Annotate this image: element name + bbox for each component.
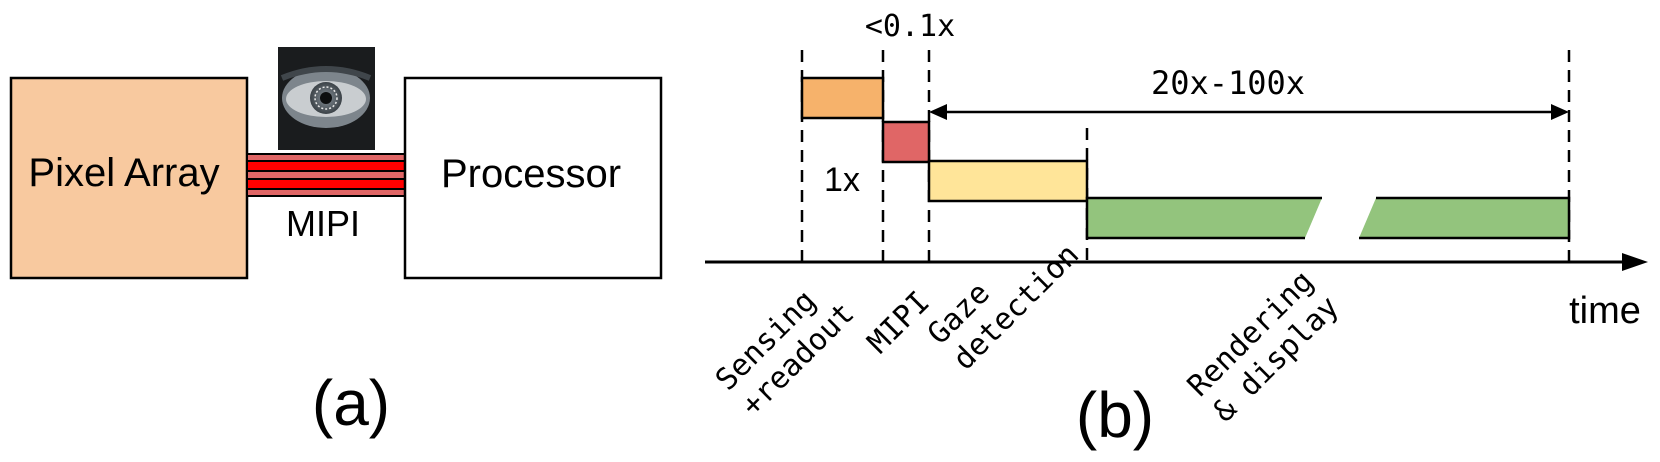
pixel-array-label: Pixel Array — [28, 151, 219, 195]
processor-label: Processor — [441, 152, 621, 196]
processor-block — [403, 76, 663, 280]
stage-label-rendering: Rendering & display — [1181, 264, 1346, 429]
panel-a: Pixel Array MIPI Processor (a) — [9, 47, 663, 439]
gaze-bar — [927, 159, 1089, 203]
pixel-array-block — [9, 76, 249, 280]
time-axis — [705, 253, 1648, 271]
stage-label-sensing: Sensing +readout — [709, 284, 861, 424]
mipi-link — [246, 153, 406, 197]
mipi-ratio-label: <0.1x — [865, 9, 955, 44]
time-axis-label: time — [1569, 290, 1641, 332]
caption-b: (b) — [1076, 379, 1154, 451]
sensing-bar — [800, 76, 885, 120]
sensing-ratio-label: 1x — [824, 161, 860, 199]
stage-label-gaze: Gaze detection — [921, 237, 1086, 377]
render-range-arrow — [929, 104, 1569, 120]
caption-a: (a) — [312, 367, 390, 439]
render-ratio-label: 20x-100x — [1151, 64, 1305, 102]
panel-b: time 20x-100x <0.1x 1x — [705, 9, 1648, 451]
mipi-link-label: MIPI — [286, 203, 360, 244]
eye-image — [278, 47, 375, 150]
rendering-bar — [1085, 196, 1571, 240]
mipi-bar — [881, 120, 931, 164]
